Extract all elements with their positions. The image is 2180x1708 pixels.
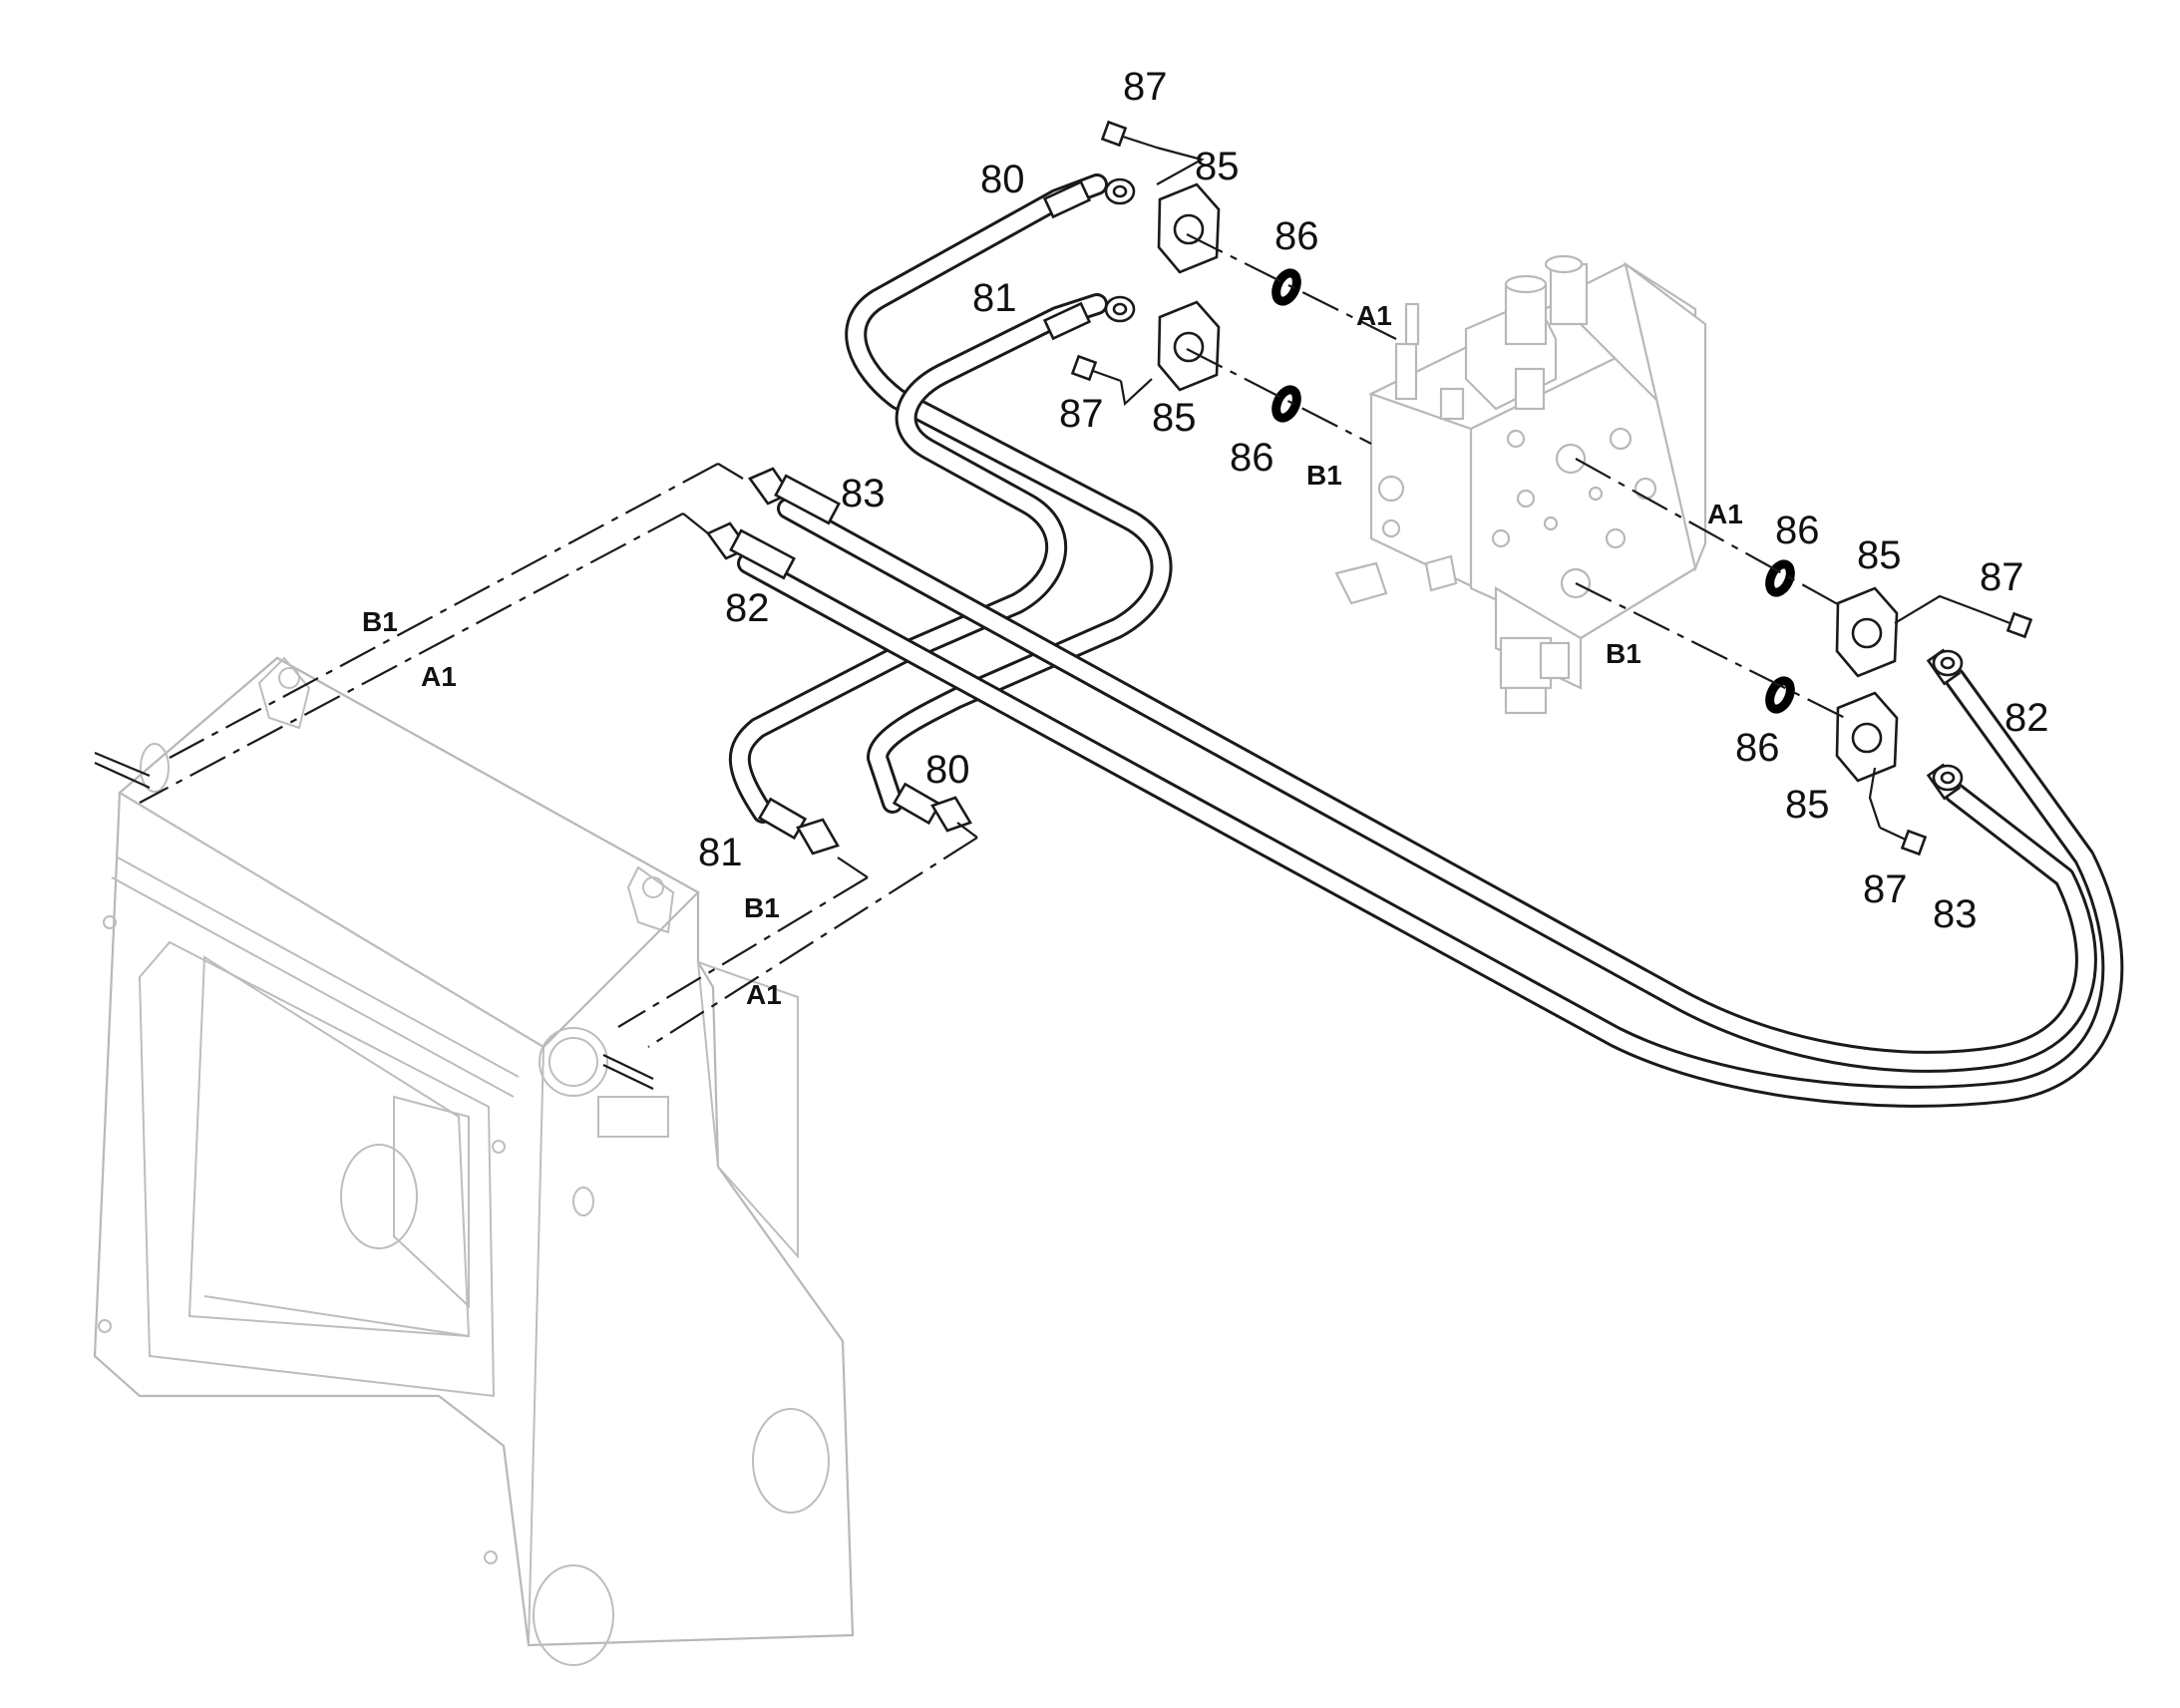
callout-83-right: 83: [1933, 892, 1978, 936]
callout-81-top: 81: [972, 276, 1017, 320]
callout-86-r1: 86: [1775, 509, 1820, 552]
callout-numbers: 87 85 80 86 81 87 85 86 83 82 86 85 87 8…: [698, 65, 2049, 936]
bolt-mid: [1070, 354, 1122, 383]
flange-right-low: [1835, 691, 1899, 783]
callout-86-top: 86: [1274, 214, 1319, 258]
port-b1-valve-right: B1: [1606, 638, 1641, 669]
hose-81: [728, 293, 1108, 824]
port-b1-frame-top: B1: [362, 606, 398, 637]
center-lines: [139, 233, 1846, 1048]
port-a1-valve-top: A1: [1356, 300, 1392, 331]
callout-82-left: 82: [725, 586, 770, 630]
callout-87-top: 87: [1123, 65, 1168, 109]
hose-80: [845, 173, 1173, 814]
callout-85-top: 85: [1195, 145, 1240, 188]
flange-top: [1157, 182, 1221, 274]
callout-85-r2: 85: [1785, 783, 1830, 827]
port-a1-frame-low: A1: [746, 979, 782, 1010]
callout-81-low: 81: [698, 831, 743, 874]
hose-82: [737, 552, 2124, 1108]
callout-87-r1: 87: [1980, 555, 2024, 599]
flange-mid: [1157, 300, 1221, 392]
callout-82-right: 82: [2004, 696, 2049, 740]
port-a1-valve-right: A1: [1707, 499, 1743, 529]
callout-85-mid: 85: [1152, 396, 1197, 440]
bolt-top: [1100, 120, 1158, 150]
port-b1-frame-low: B1: [744, 892, 780, 923]
hose-fittings: [706, 179, 1962, 855]
callout-80-top: 80: [980, 158, 1025, 201]
flange-right-top: [1835, 586, 1899, 678]
callout-83-left: 83: [841, 472, 886, 515]
callout-87-r2: 87: [1863, 867, 1908, 911]
oring-mid: [1272, 385, 1301, 423]
banjo-eyes: [1104, 177, 1964, 792]
oring-top: [1272, 268, 1301, 306]
callout-85-r1: 85: [1857, 533, 1902, 577]
leader-lines: [682, 146, 1986, 878]
callout-80-low: 80: [925, 748, 970, 792]
callout-86-mid: 86: [1230, 436, 1274, 480]
bolt-right-low: [1879, 827, 1928, 856]
oring-right-low: [1765, 676, 1795, 714]
control-valve-block: [1334, 254, 1707, 715]
port-b1-valve-left: B1: [1306, 460, 1342, 491]
bolt-right-top: [1984, 611, 2033, 639]
hose-83: [777, 498, 2097, 1073]
oring-right-top: [1765, 559, 1795, 597]
callout-86-r2: 86: [1735, 726, 1780, 770]
chassis-frame: [93, 656, 855, 1666]
port-labels: A1 B1 A1 B1 B1 A1 B1 A1: [362, 300, 1743, 1010]
callout-87-mid: 87: [1059, 392, 1104, 436]
port-a1-frame-top: A1: [421, 661, 457, 692]
